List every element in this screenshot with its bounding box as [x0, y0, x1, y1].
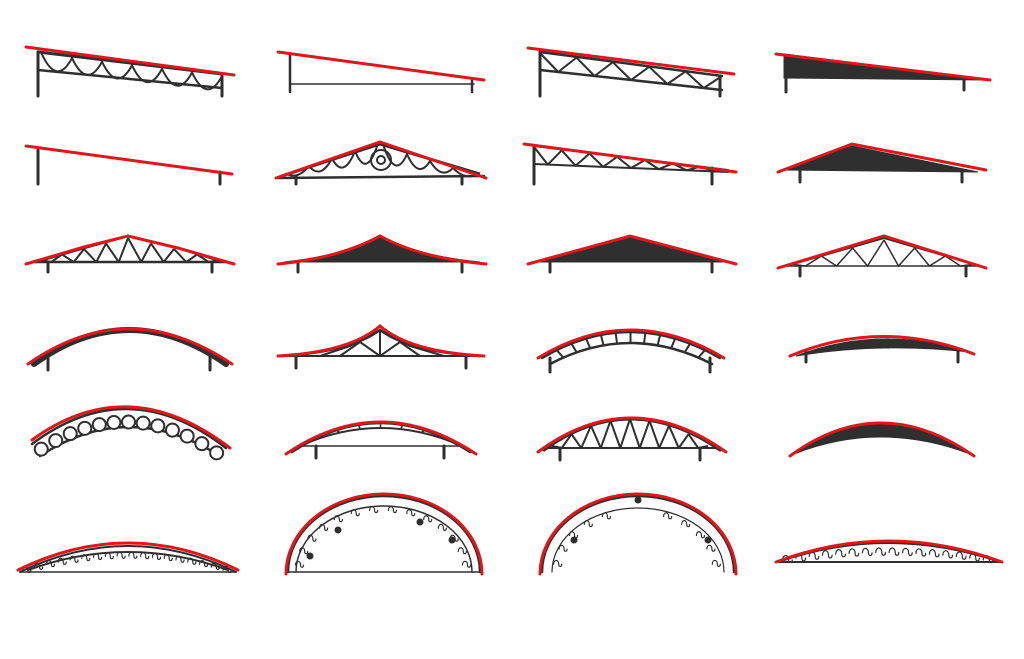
mono-loops — [24, 45, 236, 98]
gable-hip-lattice — [24, 234, 236, 274]
arch-lattice — [536, 416, 728, 462]
roof-sheet — [276, 50, 486, 82]
roof-sheet — [538, 492, 738, 576]
mono-plain — [24, 144, 234, 186]
arch-solid — [788, 421, 976, 458]
roof-sheet — [284, 420, 478, 456]
roof-sheet — [276, 234, 488, 266]
arch-low-solid — [788, 335, 976, 364]
roof-sheet — [26, 327, 234, 366]
roof-sheet — [788, 421, 976, 458]
pagoda-lattice — [276, 324, 486, 370]
gable-light-lattice — [776, 234, 988, 278]
roof-sheet — [536, 416, 728, 454]
roof-sheet — [536, 328, 726, 360]
gable-solid — [776, 142, 988, 184]
mono-lattice — [526, 46, 736, 98]
arch-ladder — [536, 328, 726, 374]
mono-tie — [276, 50, 486, 94]
gable-solid-wide — [526, 234, 738, 274]
roof-sheet — [24, 234, 236, 266]
roof-sheet — [16, 541, 240, 572]
roof-sheet — [24, 144, 234, 176]
arch-scroll-flat — [16, 541, 240, 574]
semicircle-scroll — [284, 492, 484, 576]
arch-circles — [30, 405, 232, 461]
mono-solid — [774, 52, 992, 94]
roof-sheet — [776, 142, 988, 174]
roof-sheet — [774, 539, 1004, 564]
roof-sheet — [284, 492, 484, 576]
gable-arcs-rosette — [274, 140, 488, 186]
roof-sheet — [30, 405, 232, 450]
roof-sheet — [776, 234, 988, 270]
gable-concave-solid — [276, 234, 488, 274]
roof-sheet — [774, 52, 992, 82]
semicircle-scroll-open — [538, 492, 738, 576]
roof-sheet — [526, 234, 738, 266]
arch-beam — [26, 327, 234, 372]
roof-sheet — [276, 324, 486, 358]
roof-sheet — [522, 142, 738, 174]
arch-light — [284, 420, 478, 460]
roof-sheet — [24, 45, 236, 77]
roof-sheet — [274, 140, 488, 180]
roof-sheet — [526, 46, 736, 76]
arch-scroll-low — [774, 539, 1004, 564]
mono-lattice-long — [522, 142, 738, 186]
roof-sheet — [788, 335, 976, 358]
